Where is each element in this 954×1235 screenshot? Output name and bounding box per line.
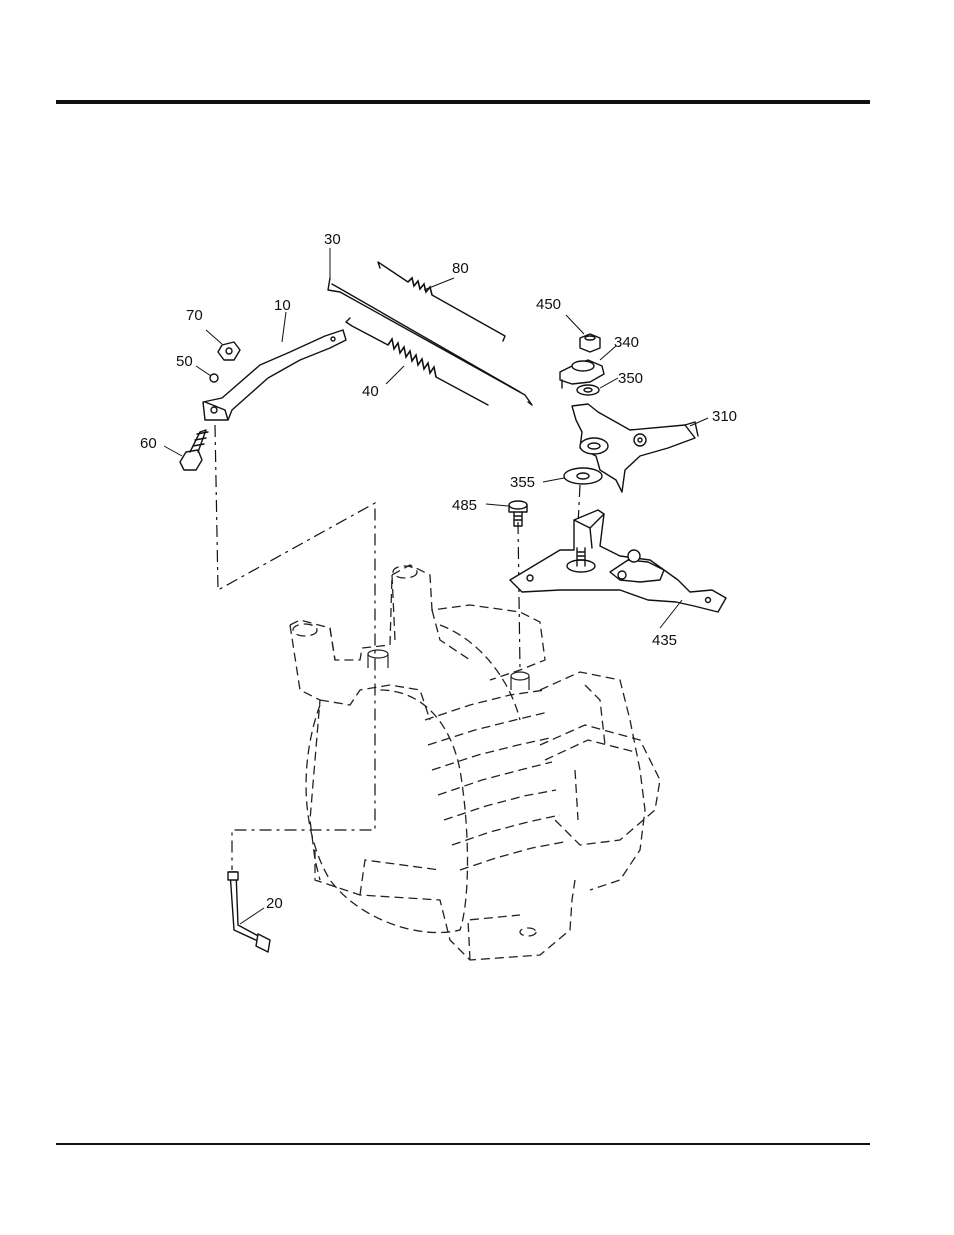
governor-lever	[203, 330, 346, 420]
callout-30: 30	[324, 231, 341, 248]
clip-50	[210, 374, 218, 382]
callout-310: 310	[712, 408, 737, 425]
callout-350: 350	[618, 370, 643, 387]
callout-340: 340	[614, 334, 639, 351]
callout-485: 485	[452, 497, 477, 514]
callout-355: 355	[510, 474, 535, 491]
callout-70: 70	[186, 307, 203, 324]
governor-rod	[328, 278, 532, 405]
lever-340	[560, 360, 604, 388]
spring-80	[378, 262, 505, 341]
callout-450: 450	[536, 296, 561, 313]
nut-70	[218, 342, 240, 360]
nut-450	[580, 334, 600, 352]
governor-shaft-20	[228, 872, 270, 952]
washer-350	[577, 385, 599, 395]
callout-50: 50	[176, 353, 193, 370]
assembly-lines	[215, 425, 580, 870]
control-bracket-435	[510, 510, 726, 612]
bolt-60	[180, 430, 208, 470]
callout-80: 80	[452, 260, 469, 277]
callout-40: 40	[362, 383, 379, 400]
callout-10: 10	[274, 297, 291, 314]
control-lever-310	[572, 404, 698, 492]
washer-355	[564, 468, 602, 484]
engine-block	[290, 565, 660, 960]
callout-60: 60	[140, 435, 157, 452]
callout-20: 20	[266, 895, 283, 912]
callout-435: 435	[652, 632, 677, 649]
